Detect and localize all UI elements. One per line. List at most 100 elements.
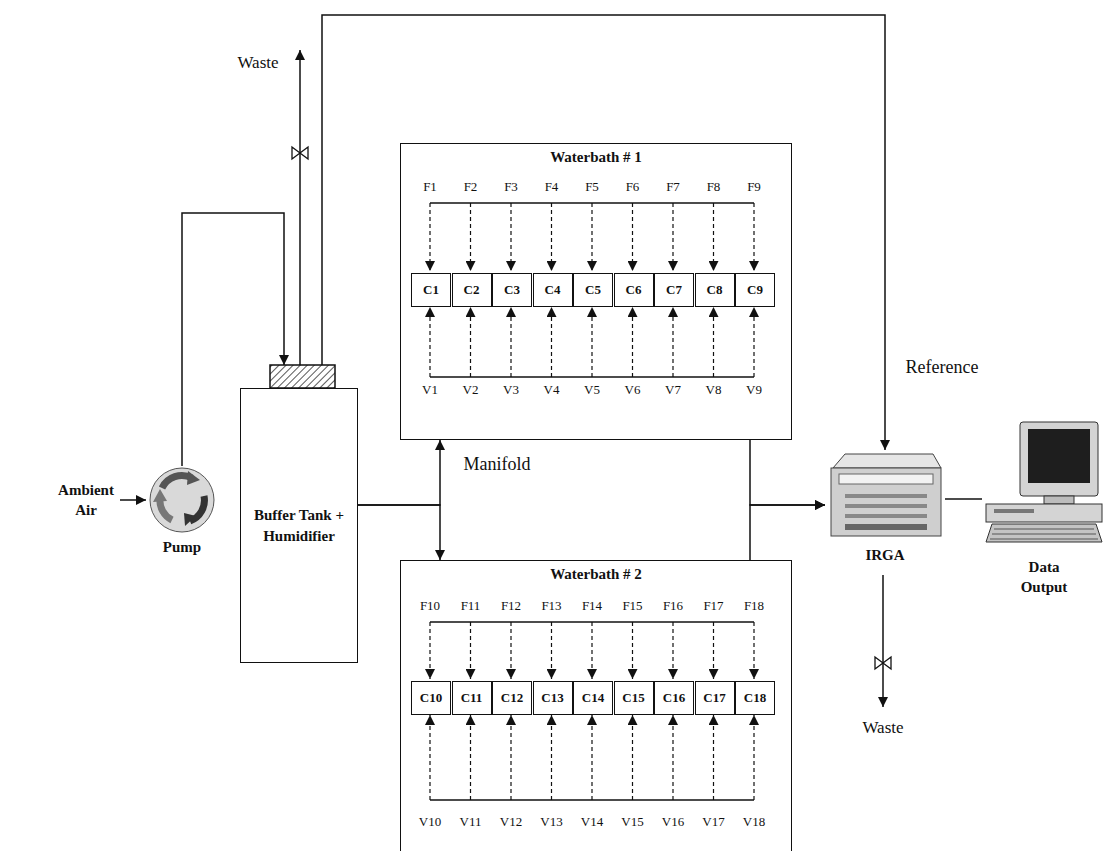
irga-node: IRGA <box>825 450 945 566</box>
part-label: V8 <box>706 382 722 399</box>
part-label: Manifold <box>464 453 531 476</box>
chamber-box: C18 <box>735 681 775 715</box>
flow-arrow <box>672 622 673 679</box>
flow-arrow <box>551 622 552 679</box>
valve-arrow <box>510 307 511 377</box>
valve-arrow <box>429 307 430 377</box>
chamber-box: C9 <box>735 273 775 307</box>
valve-arrow <box>632 715 633 800</box>
chamber-box: C15 <box>614 681 654 715</box>
flow-arrow <box>713 203 714 271</box>
part-label: V13 <box>540 814 562 831</box>
part-label: V15 <box>621 814 643 831</box>
flow-arrow <box>470 203 471 271</box>
valve-arrow <box>510 715 511 800</box>
flow-arrow <box>429 622 430 679</box>
part-label: F9 <box>747 179 761 196</box>
flow-connector <box>945 498 982 500</box>
chamber-label: C2 <box>464 282 480 298</box>
chamber-label: C15 <box>622 690 644 706</box>
part-label: F15 <box>622 598 642 615</box>
valve-arrow <box>753 307 754 377</box>
valve-arrow <box>753 715 754 800</box>
chamber-box: C3 <box>492 273 532 307</box>
valve-arrow <box>551 307 552 377</box>
part-label: V10 <box>419 814 441 831</box>
flow-arrow <box>470 622 471 679</box>
part-label: F4 <box>545 179 559 196</box>
flow-arrow <box>632 203 633 271</box>
bath-title: Waterbath # 1 <box>401 144 791 166</box>
inlet-label: Ambient Air <box>48 481 124 520</box>
part-label: F3 <box>504 179 518 196</box>
chamber-box: C8 <box>695 273 735 307</box>
chamber-box: C10 <box>411 681 451 715</box>
node-label: Buffer Tank + Humidifier <box>245 505 353 546</box>
part-label: V12 <box>500 814 522 831</box>
part-label: V4 <box>544 382 560 399</box>
waste-label: Waste <box>862 717 903 739</box>
data-output-node: Data Output <box>982 418 1106 597</box>
part-label: V3 <box>503 382 519 399</box>
part-label: F10 <box>420 598 440 615</box>
waste-line <box>299 50 301 365</box>
flow-arrow <box>632 622 633 679</box>
valve-arrow <box>672 715 673 800</box>
chamber-box: C13 <box>533 681 573 715</box>
chamber-box: C17 <box>695 681 735 715</box>
part-label: F18 <box>744 598 764 615</box>
flow-connector <box>322 15 885 450</box>
chamber-label: C16 <box>663 690 685 706</box>
flow-valve-lines <box>430 203 754 800</box>
part-label: V5 <box>584 382 600 399</box>
chamber-label: C14 <box>582 690 604 706</box>
valve-arrow <box>470 307 471 377</box>
chamber-label: C17 <box>703 690 725 706</box>
part-label: V2 <box>463 382 479 399</box>
part-label: F14 <box>582 598 602 615</box>
chamber-label: C1 <box>423 282 439 298</box>
waterbath-box: Waterbath # 2C10C11C12C13C14C15C16C17C18 <box>400 560 792 851</box>
flow-arrow <box>753 203 754 271</box>
node-label: Data Output <box>1004 558 1084 597</box>
flow-arrow <box>510 622 511 679</box>
part-label: Reference <box>906 356 979 379</box>
chamber-box: C4 <box>533 273 573 307</box>
part-label: V14 <box>581 814 603 831</box>
part-label: F16 <box>663 598 683 615</box>
computer-icon <box>982 418 1106 546</box>
flow-connector <box>358 505 440 560</box>
part-label: F11 <box>461 598 481 615</box>
valve-arrow <box>429 715 430 800</box>
chamber-label: C9 <box>747 282 763 298</box>
part-label: F1 <box>423 179 437 196</box>
chamber-label: C3 <box>504 282 520 298</box>
valve-arrow <box>713 715 714 800</box>
valve-arrow <box>470 715 471 800</box>
chamber-box: C6 <box>614 273 654 307</box>
waste-line <box>882 575 884 707</box>
valve-arrow <box>551 715 552 800</box>
node-label: IRGA <box>825 546 945 566</box>
chamber-label: C7 <box>666 282 682 298</box>
part-label: V7 <box>665 382 681 399</box>
chamber-label: C18 <box>744 690 766 706</box>
tank-box: Buffer Tank + Humidifier <box>240 388 358 663</box>
chamber-label: C4 <box>545 282 561 298</box>
flow-arrow <box>510 203 511 271</box>
part-label: V6 <box>625 382 641 399</box>
part-label: V17 <box>702 814 724 831</box>
flow-arrow <box>551 203 552 271</box>
chamber-label: C8 <box>707 282 723 298</box>
part-label: V16 <box>662 814 684 831</box>
valve-arrow <box>591 715 592 800</box>
waterbath-box: Waterbath # 1C1C2C3C4C5C6C7C8C9 <box>400 143 792 440</box>
valve-symbol <box>875 657 891 669</box>
chamber-box: C7 <box>654 273 694 307</box>
flow-arrow <box>591 203 592 271</box>
chamber-box: C2 <box>452 273 492 307</box>
flow-arrow <box>591 622 592 679</box>
